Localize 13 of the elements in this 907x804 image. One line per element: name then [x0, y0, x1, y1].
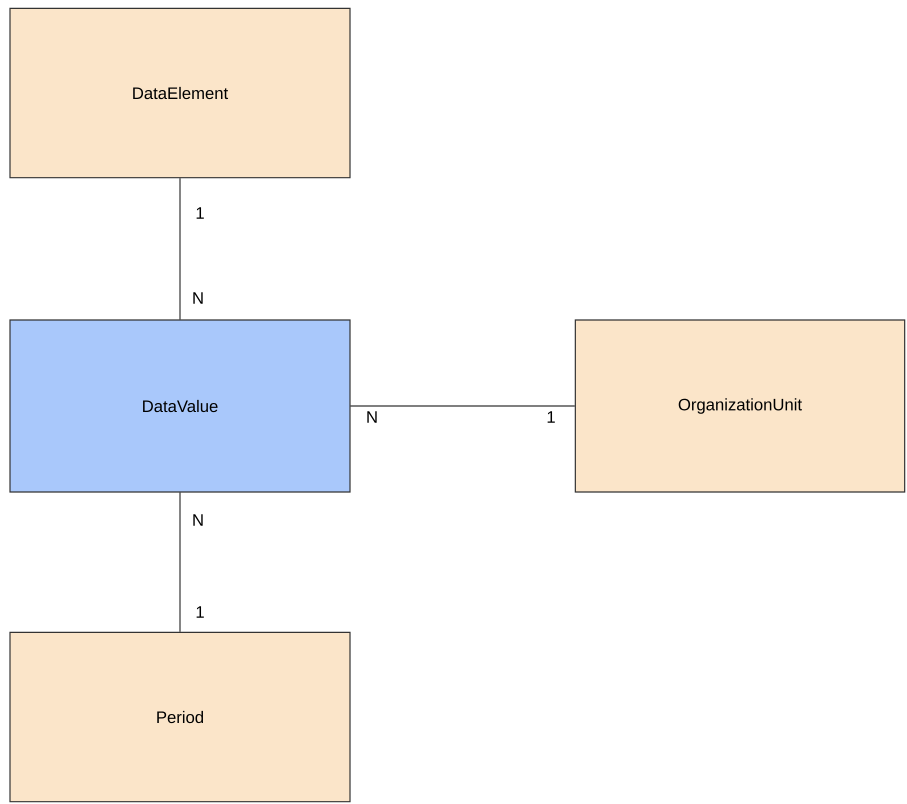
cardinality-label: 1 — [196, 606, 204, 618]
entity-box: OrganizationUnit — [574, 319, 906, 493]
cardinality-label: N — [367, 411, 377, 423]
connector-line — [179, 178, 181, 320]
entity-box: DataValue — [9, 319, 351, 493]
entity-box: DataElement — [9, 8, 351, 178]
cardinality-label: N — [193, 514, 203, 526]
cardinality-label: 1 — [548, 411, 555, 423]
cardinality-label: 1 — [196, 207, 204, 219]
cardinality-label: N — [193, 292, 203, 304]
entity-box: Period — [9, 632, 351, 802]
connector-line — [179, 492, 181, 632]
connector-line — [350, 405, 575, 407]
